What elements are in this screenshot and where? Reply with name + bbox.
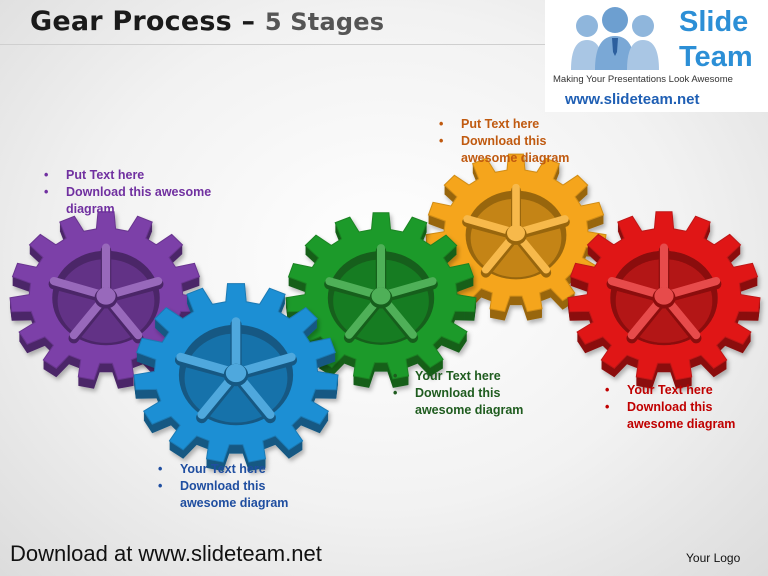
footer-download-link[interactable]: Download at www.slideteam.net bbox=[10, 541, 322, 566]
page-title: Gear Process – 5 Stages bbox=[30, 6, 384, 37]
logo-word-team: Team bbox=[679, 41, 753, 73]
bullet-item: Download this awesome diagram bbox=[42, 184, 212, 218]
bullet-item: Download this awesome diagram bbox=[156, 478, 316, 512]
gear-hub bbox=[225, 363, 247, 383]
slideteam-logo: Slide Team Making Your Presentations Loo… bbox=[545, 0, 768, 112]
bullet-item: Download this awesome diagram bbox=[391, 385, 551, 419]
text-block-purple: Put Text here Download this awesome diag… bbox=[42, 167, 212, 218]
bullet-item: Your Text here bbox=[156, 461, 316, 478]
bullet-item: Put Text here bbox=[437, 116, 597, 133]
bullet-item: Download this awesome diagram bbox=[603, 399, 763, 433]
logo-tagline: Making Your Presentations Look Awesome bbox=[553, 74, 733, 85]
bullet-item: Your Text here bbox=[391, 368, 551, 385]
title-stages: 5 Stages bbox=[264, 8, 385, 36]
title-main: Gear Process – bbox=[30, 6, 265, 37]
gear-blue bbox=[133, 283, 339, 472]
people-group-icon bbox=[571, 7, 659, 70]
title-divider bbox=[0, 44, 545, 45]
gear-hub bbox=[654, 287, 674, 305]
gear-red bbox=[567, 211, 761, 389]
text-block-red: Your Text here Download this awesome dia… bbox=[603, 382, 763, 433]
bullet-item: Your Text here bbox=[603, 382, 763, 399]
text-block-green: Your Text here Download this awesome dia… bbox=[391, 368, 551, 419]
logo-url: www.slideteam.net bbox=[565, 91, 700, 108]
text-block-blue: Your Text here Download this awesome dia… bbox=[156, 461, 316, 512]
bullet-item: Download this awesome diagram bbox=[437, 133, 597, 167]
your-logo-placeholder: Your Logo bbox=[686, 551, 741, 565]
gear-hub bbox=[507, 224, 525, 242]
bullet-item: Put Text here bbox=[42, 167, 212, 184]
text-block-orange: Put Text here Download this awesome diag… bbox=[437, 116, 597, 167]
gear-hub bbox=[371, 287, 391, 305]
gear-hub bbox=[96, 287, 116, 305]
logo-word-slide: Slide bbox=[679, 6, 749, 38]
